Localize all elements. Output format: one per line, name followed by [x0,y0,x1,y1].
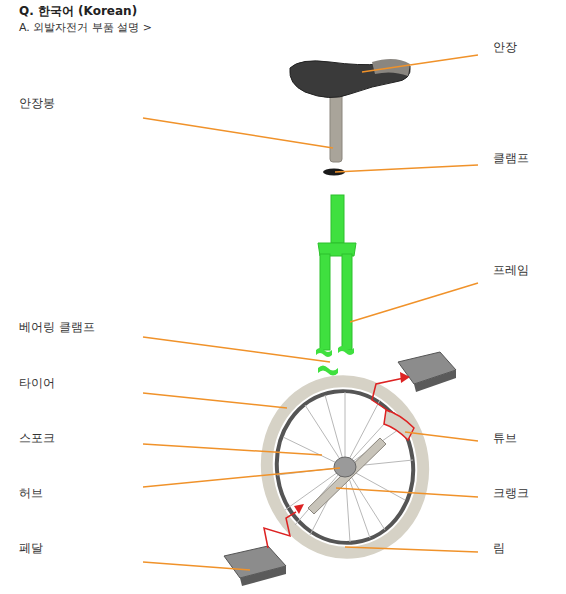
part-label: 림 [492,541,506,556]
page-title: Q. 한국어 (Korean) [18,4,138,19]
leader-line [143,55,478,570]
hub [334,457,356,477]
subtitle: A. 외발자전거 부품 설명 > [18,20,153,35]
part-label: 타이어 [18,376,56,391]
part-label: 클램프 [492,151,530,166]
spokes [277,392,413,542]
assembly-arrow [264,378,404,548]
crank [308,438,386,514]
part-label: 페달 [18,541,44,556]
rim [267,382,423,551]
part-label: 튜브 [492,431,518,446]
part-label: 베어링 클램프 [18,320,96,335]
tire [256,371,434,563]
part-label: 프레임 [492,263,530,278]
seat-post [330,92,342,162]
part-label: 안장봉 [18,96,56,111]
part-label: 크랭크 [492,486,530,501]
part-label: 스포크 [18,431,56,446]
arrow-head [294,372,410,514]
tube [384,410,414,440]
part-label: 허브 [18,486,44,501]
pedal-top [398,352,456,392]
pedal-bottom [224,546,286,586]
frame [318,195,356,350]
part-label: 안장 [492,40,518,55]
